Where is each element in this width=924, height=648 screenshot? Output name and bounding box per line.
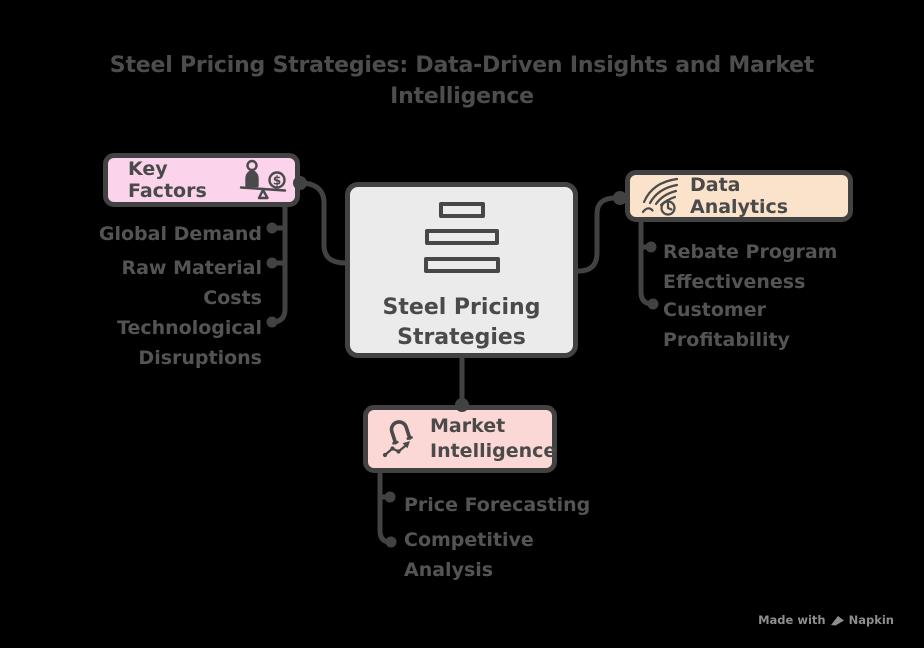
- footer-made-with-text: Made with: [758, 613, 826, 627]
- connector-key-factors: [297, 180, 349, 266]
- footer-brand-text: Napkin: [848, 613, 894, 627]
- diagram-title: Steel Pricing Strategies: Data-Driven In…: [109, 53, 815, 109]
- item-dot: [266, 316, 278, 328]
- list-item-technological-disruptions: Technological Disruptions: [117, 317, 262, 369]
- item-dot: [266, 222, 278, 234]
- svg-text:$: $: [273, 174, 281, 188]
- item-dot: [385, 536, 397, 548]
- spine-key-factors: [271, 203, 288, 325]
- list-item-rebate-program-effectiveness: Rebate Program Effectiveness: [663, 241, 838, 293]
- person-money-balance-icon: $: [239, 158, 287, 202]
- center-label: Steel Pricing Strategies: [382, 295, 541, 350]
- item-dot: [645, 241, 657, 253]
- pen-nib-icon: [830, 614, 844, 626]
- node-market-intelligence: Market Intelligence: [363, 405, 557, 473]
- node-data-analytics: Data Analytics: [625, 170, 853, 222]
- spine-market-intelligence: [377, 471, 392, 545]
- item-dot: [384, 491, 396, 503]
- list-item-competitive-analysis: Competitive Analysis: [404, 529, 534, 581]
- node-center-steel-pricing: Steel Pricing Strategies: [345, 182, 578, 358]
- connector-data-analytics: [575, 195, 619, 274]
- spine-data-analytics: [638, 220, 654, 307]
- trend-lines-clock-icon: [640, 174, 682, 218]
- key-factors-label: Key Factors: [128, 158, 207, 202]
- list-item-price-forecasting: Price Forecasting: [404, 494, 591, 516]
- list-item-raw-material-costs: Raw Material Costs: [121, 257, 262, 309]
- item-dot: [266, 257, 278, 269]
- list-item-global-demand: Global Demand: [98, 223, 262, 245]
- stacked-bars-icon: [423, 202, 500, 273]
- magnet-trend-chart-icon: [380, 416, 420, 462]
- footer-credit: Made with Napkin: [758, 613, 894, 627]
- node-key-factors: Key Factors $: [103, 153, 300, 207]
- data-analytics-label: Data Analytics: [690, 174, 789, 218]
- item-dot: [647, 298, 659, 310]
- market-intelligence-label: Market Intelligence: [430, 415, 557, 462]
- list-item-customer-profitability: Customer Profitability: [663, 299, 790, 351]
